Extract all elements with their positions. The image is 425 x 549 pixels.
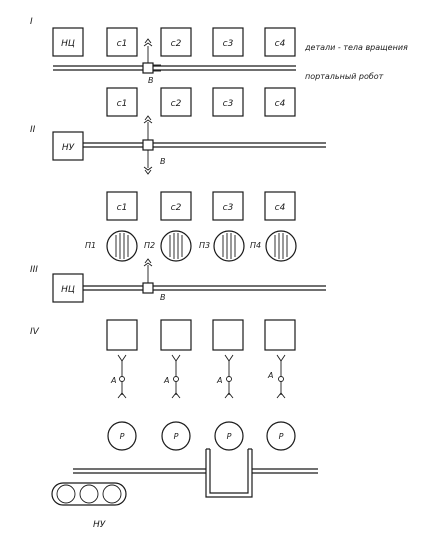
machine-label-s3-1: c1 bbox=[117, 203, 128, 213]
positioner-label-4: P bbox=[279, 432, 284, 441]
machine-label-s3-4: c4 bbox=[275, 203, 286, 213]
machine-label-s3-3: c3 bbox=[223, 203, 234, 213]
machine-label-s3-2: c2 bbox=[171, 203, 182, 213]
machine-box-s4-1 bbox=[106, 319, 138, 351]
controller-box-3 bbox=[52, 273, 84, 303]
positioner-label-2: P bbox=[174, 432, 179, 441]
section-numeral-1: I bbox=[30, 17, 33, 27]
note-robot: портальный робот bbox=[305, 72, 384, 81]
machine-label-s1-4: c4 bbox=[275, 39, 286, 49]
machine-label-s1-3: c3 bbox=[223, 39, 234, 49]
note-parts: детали - тела вращения bbox=[304, 43, 408, 52]
machine-box-s3-3 bbox=[212, 191, 244, 221]
positioner-circle-4 bbox=[266, 421, 296, 451]
storage-drum-4 bbox=[265, 230, 297, 262]
storage-drum-3 bbox=[213, 230, 245, 262]
machine-box-s1-3 bbox=[212, 27, 244, 57]
machine-box-s2-4 bbox=[264, 87, 296, 117]
machine-box-s1-1 bbox=[106, 27, 138, 57]
machine-box-s4-3 bbox=[212, 319, 244, 351]
storage-label-4: П4 bbox=[250, 241, 261, 250]
machine-box-s3-4 bbox=[264, 191, 296, 221]
conveyor-label: НУ bbox=[93, 520, 106, 530]
controller-box-1 bbox=[52, 27, 84, 57]
machine-box-s1-4 bbox=[264, 27, 296, 57]
manipulator-2 bbox=[171, 354, 181, 399]
machine-label-s1-2: c2 bbox=[171, 39, 182, 49]
gantry-robot-2 bbox=[142, 115, 154, 175]
positioner-circle-2 bbox=[161, 421, 191, 451]
machine-box-s3-2 bbox=[160, 191, 192, 221]
positioner-circle-1 bbox=[107, 421, 137, 451]
transfer-track bbox=[73, 448, 318, 498]
machine-label-s1-1: c1 bbox=[117, 39, 128, 49]
roller-conveyor bbox=[51, 482, 127, 506]
storage-label-1: П1 bbox=[85, 241, 96, 250]
positioner-label-1: P bbox=[120, 432, 125, 441]
robot-label-1: B bbox=[148, 76, 154, 85]
controller-label-1: НЦ bbox=[61, 39, 75, 49]
machine-label-s2-4: c4 bbox=[275, 99, 286, 109]
machine-label-s2-2: c2 bbox=[171, 99, 182, 109]
machine-box-s4-2 bbox=[160, 319, 192, 351]
gantry-robot-3 bbox=[142, 258, 154, 294]
manipulator-4 bbox=[276, 354, 286, 399]
storage-drum-2 bbox=[160, 230, 192, 262]
machine-box-s2-3 bbox=[212, 87, 244, 117]
gantry-rail-2 bbox=[83, 142, 326, 148]
gantry-robot-1 bbox=[142, 38, 161, 74]
section-numeral-4: IV bbox=[30, 327, 40, 337]
storage-drum-1 bbox=[106, 230, 138, 262]
gantry-rail-1 bbox=[53, 65, 296, 71]
section-numeral-3: III bbox=[30, 265, 38, 275]
machine-box-s2-2 bbox=[160, 87, 192, 117]
robot-label-2: B bbox=[160, 157, 166, 166]
machine-label-s2-1: c1 bbox=[117, 99, 128, 109]
controller-label-3: НЦ bbox=[61, 285, 75, 295]
section-numeral-2: II bbox=[30, 125, 36, 135]
storage-label-3: П3 bbox=[199, 241, 210, 250]
robot-label-3: B bbox=[160, 293, 166, 302]
manipulator-label-3: A bbox=[216, 376, 222, 385]
machine-label-s2-3: c3 bbox=[223, 99, 234, 109]
positioner-circle-3 bbox=[214, 421, 244, 451]
manipulator-label-1: A bbox=[110, 376, 116, 385]
manipulator-1 bbox=[117, 354, 127, 399]
machine-box-s4-4 bbox=[264, 319, 296, 351]
controller-box-2 bbox=[52, 131, 84, 161]
manipulator-3 bbox=[224, 354, 234, 399]
storage-label-2: П2 bbox=[144, 241, 155, 250]
gantry-rail-3 bbox=[83, 285, 326, 291]
machine-box-s2-1 bbox=[106, 87, 138, 117]
positioner-label-3: P bbox=[227, 432, 232, 441]
machine-box-s1-2 bbox=[160, 27, 192, 57]
manipulator-label-4: A bbox=[267, 371, 273, 380]
controller-label-2: НУ bbox=[62, 143, 75, 153]
manipulator-label-2: A bbox=[163, 376, 169, 385]
machine-box-s3-1 bbox=[106, 191, 138, 221]
